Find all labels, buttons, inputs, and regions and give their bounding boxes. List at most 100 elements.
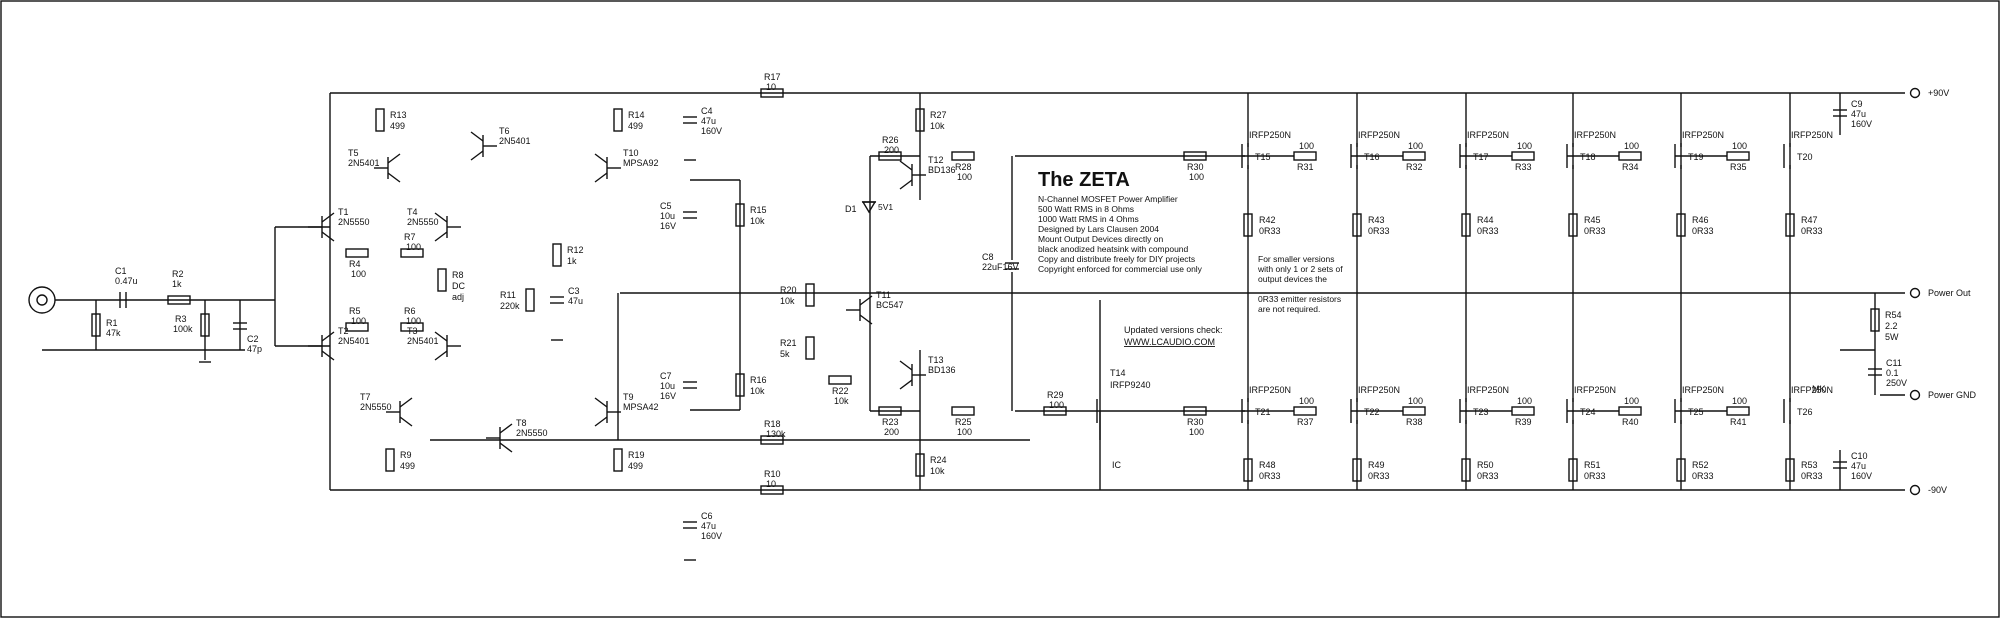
- terminal-power-out[interactable]: [1909, 287, 1921, 299]
- capacitor-ref: C11: [1886, 358, 1902, 368]
- input-jack[interactable]: [28, 286, 56, 314]
- transistor-ref: T4: [407, 207, 418, 217]
- components-layer: C10.47uR21kR147kR3100kC247pT12N5550T22N5…: [91, 72, 1907, 561]
- terminal-plus90v[interactable]: [1909, 87, 1921, 99]
- capacitor-extra: 16V: [660, 391, 676, 401]
- resistor-value: 499: [400, 461, 415, 471]
- source-res-value: 0R33: [1692, 471, 1714, 481]
- gate-res-ref: R40: [1622, 417, 1639, 427]
- note-line: output devices the: [1258, 274, 1327, 284]
- capacitor-value: 10u: [660, 211, 675, 221]
- resistor-ref: R24: [930, 455, 947, 465]
- update-note: Updated versions check:: [1124, 325, 1223, 335]
- transistor-ref: T5: [348, 148, 359, 158]
- description-line: Copyright enforced for commercial use on…: [1038, 264, 1203, 274]
- gate-res-ref: R35: [1730, 162, 1747, 172]
- r3-value: 100k: [173, 324, 193, 334]
- power-gnd-label: Power GND: [1928, 390, 1977, 400]
- resistor-value: 10k: [750, 386, 765, 396]
- input-cap-ref: C1: [115, 266, 127, 276]
- input-res-ref: R2: [172, 269, 184, 279]
- transistor-ref: T1: [338, 207, 349, 217]
- capacitor-ref: C4: [701, 106, 713, 116]
- resistor-ref: R10: [764, 469, 781, 479]
- gate-res-ref: R38: [1406, 417, 1423, 427]
- mk-label: MK: [1812, 384, 1826, 394]
- output-t-ref: T25: [1688, 407, 1704, 417]
- resistor-ref: R9: [400, 450, 412, 460]
- gate-res-value: 100: [1408, 141, 1423, 151]
- source-res-ref: R47: [1801, 215, 1818, 225]
- output-part: IRFP250N: [1249, 130, 1291, 140]
- transistor-ref: T6: [499, 126, 510, 136]
- terminal-power-gnd[interactable]: [1909, 389, 1921, 401]
- source-res-value: 0R33: [1368, 471, 1390, 481]
- gate-res-ref: R34: [1622, 162, 1639, 172]
- capacitor-extra: 160V: [1851, 471, 1872, 481]
- gate-res-ref: R39: [1515, 417, 1532, 427]
- resistor-ref: R7: [404, 232, 416, 242]
- source-res-ref: R44: [1477, 215, 1494, 225]
- output-t-ref: T16: [1364, 152, 1380, 162]
- description-line: N-Channel MOSFET Power Amplifier: [1038, 194, 1178, 204]
- gate-res-ref: R41: [1730, 417, 1747, 427]
- output-part: IRFP250N: [1791, 385, 1833, 395]
- source-res-ref: R53: [1801, 460, 1818, 470]
- resistor-value: 220k: [500, 301, 520, 311]
- resistor-ref: R13: [390, 110, 407, 120]
- resistor-value: 10: [766, 82, 776, 92]
- capacitor-extra: 250V: [1886, 378, 1907, 388]
- resistor-value: 100: [957, 172, 972, 182]
- output-t-ref: T20: [1797, 152, 1813, 162]
- resistor-ref: R5: [349, 306, 361, 316]
- terminal-minus90v[interactable]: [1909, 484, 1921, 496]
- update-url-link[interactable]: WWW.LCAUDIO.COM: [1124, 337, 1215, 347]
- transistor-part: 2N5401: [338, 336, 370, 346]
- resistor-value: DC: [452, 281, 465, 291]
- transistor-ref: T7: [360, 392, 371, 402]
- resistor-ref: R11: [500, 290, 516, 300]
- gate-res-ref: R33: [1515, 162, 1532, 172]
- resistor-value: 200: [884, 145, 899, 155]
- resistor-value: 200: [884, 427, 899, 437]
- resistor-extra: 5W: [1885, 332, 1899, 342]
- transistor-part: 2N5550: [407, 217, 439, 227]
- gate-res-value: 100: [1299, 141, 1314, 151]
- output-part: IRFP250N: [1467, 385, 1509, 395]
- capacitor-value: 47u: [1851, 461, 1866, 471]
